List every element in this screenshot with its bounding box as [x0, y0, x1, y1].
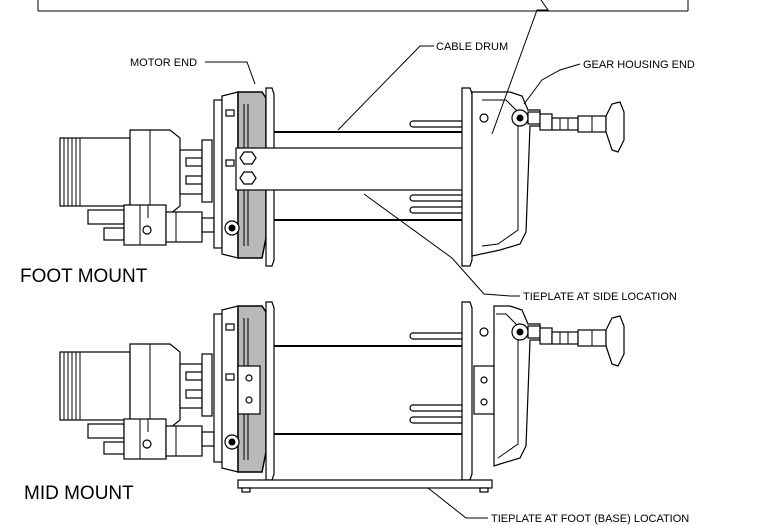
cable-drum [274, 120, 470, 221]
drum-flange-left [265, 301, 275, 481]
drum-flange-right [461, 301, 473, 481]
drum-flange-right [461, 87, 473, 267]
mid-mount-winch [59, 301, 625, 493]
foot-mount-winch [59, 87, 625, 267]
leader-lines [205, 0, 581, 519]
side-tieplate [235, 147, 495, 191]
tieplate-side-label: TIEPLATE AT SIDE LOCATION [523, 291, 677, 303]
top-callout-box [37, 0, 689, 12]
valve-block [87, 418, 215, 460]
foot-mount-title: FOOT MOUNT [20, 266, 148, 287]
tieplate-foot-label: TIEPLATE AT FOOT (BASE) LOCATION [491, 513, 689, 525]
gear-housing [471, 91, 541, 257]
hydraulic-motor [59, 343, 213, 429]
hydraulic-motor [59, 129, 213, 215]
mid-tieplate-left [237, 365, 261, 415]
gear-housing [479, 305, 541, 467]
base-tieplate [237, 479, 493, 493]
brake-assembly [539, 101, 625, 153]
gear-housing-end-label: GEAR HOUSING END [583, 59, 695, 71]
motor-end-label: MOTOR END [130, 57, 197, 69]
mid-mount-title: MID MOUNT [24, 483, 134, 504]
valve-block [87, 204, 215, 246]
mid-tieplate-right [473, 365, 495, 415]
cable-drum-label: CABLE DRUM [436, 41, 508, 53]
cable-drum [274, 332, 470, 435]
brake-assembly [539, 315, 625, 367]
